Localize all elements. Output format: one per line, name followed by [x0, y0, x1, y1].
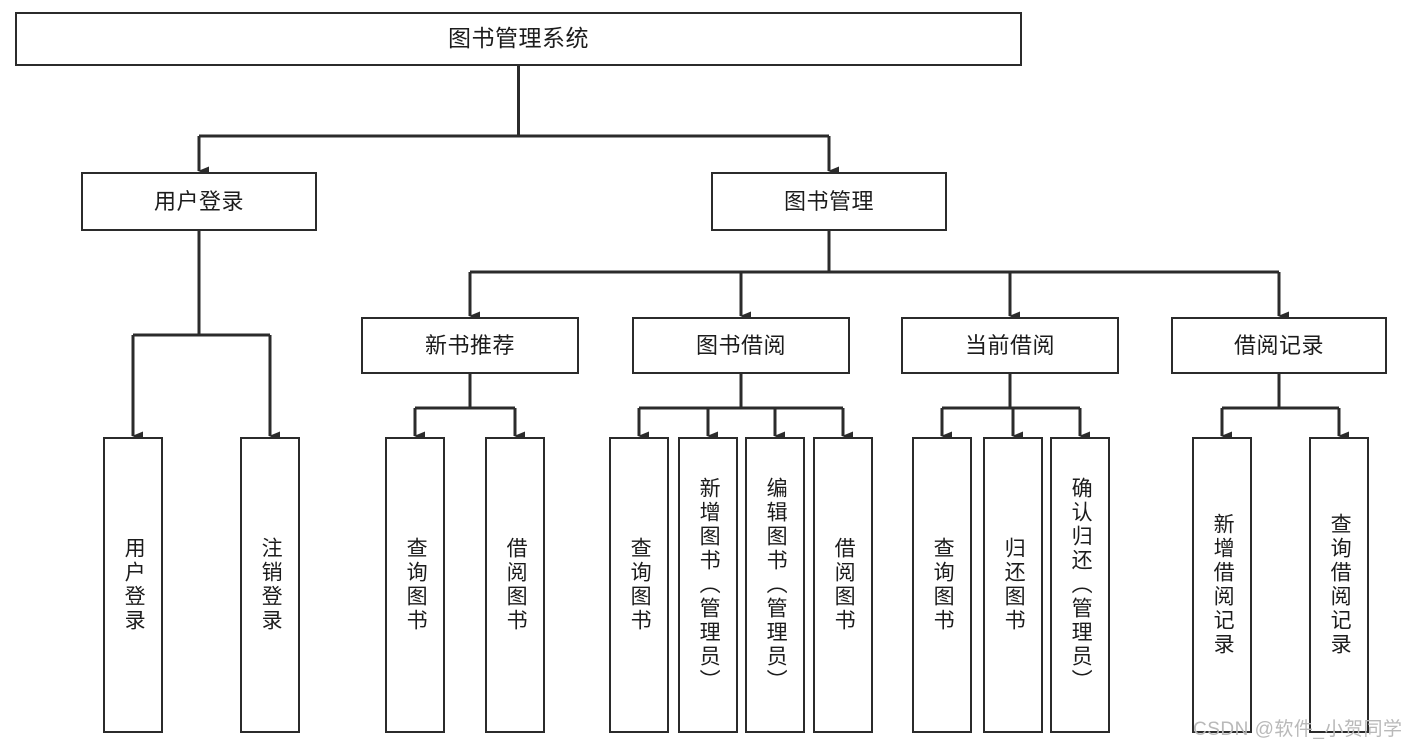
node-label-user-login: 用户登录 — [153, 188, 244, 214]
node-label-leaf-user-login: 用户登录 — [122, 537, 146, 633]
node-leaf-query-record[interactable]: 查询借阅记录 — [1309, 437, 1369, 733]
node-label-leaf-query-book-3: 查询图书 — [931, 537, 955, 633]
node-label-leaf-borrow-book-2: 借阅图书 — [832, 537, 856, 633]
node-label-book-manage: 图书管理 — [783, 188, 874, 214]
node-label-leaf-query-book-1: 查询图书 — [404, 537, 428, 633]
node-leaf-add-book[interactable]: 新增图书（管理员） — [678, 437, 738, 733]
edges — [131, 66, 1349, 441]
node-leaf-borrow-book-1[interactable]: 借阅图书 — [485, 437, 545, 733]
node-label-root: 图书管理系统 — [448, 25, 589, 52]
node-leaf-query-book-1[interactable]: 查询图书 — [385, 437, 445, 733]
node-borrow-record[interactable]: 借阅记录 — [1171, 317, 1387, 374]
node-label-leaf-edit-book: 编辑图书（管理员） — [764, 477, 788, 693]
node-label-leaf-query-book-2: 查询图书 — [628, 537, 652, 633]
node-root[interactable]: 图书管理系统 — [15, 12, 1022, 66]
node-label-leaf-query-record: 查询借阅记录 — [1328, 513, 1352, 657]
node-leaf-add-record[interactable]: 新增借阅记录 — [1192, 437, 1252, 733]
node-book-manage[interactable]: 图书管理 — [711, 172, 947, 231]
node-label-new-book-rec: 新书推荐 — [424, 332, 515, 358]
node-new-book-rec[interactable]: 新书推荐 — [361, 317, 579, 374]
node-leaf-query-book-2[interactable]: 查询图书 — [609, 437, 669, 733]
node-label-book-borrow: 图书借阅 — [695, 332, 786, 358]
node-user-login[interactable]: 用户登录 — [81, 172, 317, 231]
node-label-borrow-record: 借阅记录 — [1233, 332, 1324, 358]
node-label-leaf-add-book: 新增图书（管理员） — [697, 477, 721, 693]
node-label-leaf-borrow-book-1: 借阅图书 — [504, 537, 528, 633]
node-book-borrow[interactable]: 图书借阅 — [632, 317, 850, 374]
node-leaf-return-book[interactable]: 归还图书 — [983, 437, 1043, 733]
node-label-leaf-confirm-ret: 确认归还（管理员） — [1069, 477, 1093, 693]
node-leaf-confirm-ret[interactable]: 确认归还（管理员） — [1050, 437, 1110, 733]
node-leaf-user-logout[interactable]: 注销登录 — [240, 437, 300, 733]
node-leaf-borrow-book-2[interactable]: 借阅图书 — [813, 437, 873, 733]
node-label-leaf-add-record: 新增借阅记录 — [1211, 513, 1235, 657]
node-leaf-query-book-3[interactable]: 查询图书 — [912, 437, 972, 733]
node-current-borrow[interactable]: 当前借阅 — [901, 317, 1119, 374]
node-leaf-user-login[interactable]: 用户登录 — [103, 437, 163, 733]
node-leaf-edit-book[interactable]: 编辑图书（管理员） — [745, 437, 805, 733]
node-label-leaf-return-book: 归还图书 — [1002, 537, 1026, 633]
node-label-current-borrow: 当前借阅 — [964, 332, 1055, 358]
node-label-leaf-user-logout: 注销登录 — [259, 537, 283, 633]
